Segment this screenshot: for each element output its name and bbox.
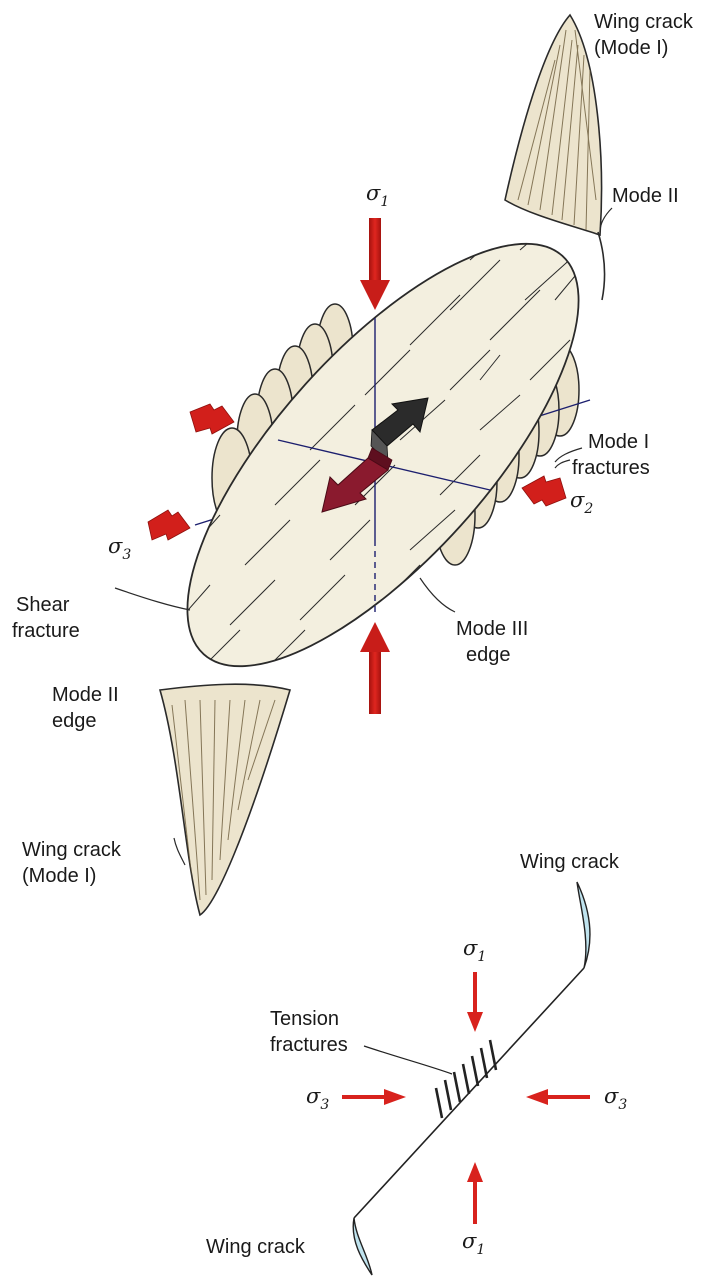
sigma1-arrow-bottom [360, 622, 390, 714]
label-tension-fractures-2: fractures [270, 1034, 348, 1056]
label-wing-crack-bottom-2: (Mode I) [22, 865, 96, 887]
label-mode-ii-edge-1: Mode II [52, 684, 119, 706]
leader-tension-fractures [364, 1046, 452, 1074]
label-shear-fracture-1: Shear [16, 594, 70, 616]
label-sigma3-lower-left: σ3 [306, 1084, 329, 1113]
label-wing-crack-top-1: Wing crack [594, 11, 694, 33]
wing-crack-top-shape [505, 15, 601, 235]
lower-figure: Wing crack Wing crack Tension fractures … [206, 851, 627, 1275]
sigma1-arrow-top [360, 218, 390, 310]
label-sigma1-lower-top: σ1 [463, 936, 486, 965]
sigma3-arrow-lower-left [342, 1089, 406, 1105]
sigma1-arrow-lower-bottom [467, 1162, 483, 1224]
upper-figure: Wing crack (Mode I) Mode II Mode I fract… [12, 11, 694, 915]
sigma1-arrow-lower-top [467, 972, 483, 1032]
label-wing-crack-lower-top: Wing crack [520, 851, 620, 873]
sigma3-arrow-lower-right [526, 1089, 590, 1105]
label-mode-ii-top: Mode II [612, 185, 679, 207]
wing-crack-bottom-lower [353, 1218, 372, 1275]
label-sigma2: σ2 [570, 488, 593, 517]
wing-crack-bottom-shape [160, 684, 290, 915]
sigma2-arrow-right [522, 476, 566, 506]
label-wing-crack-top-2: (Mode I) [594, 37, 668, 59]
tension-fractures [436, 1040, 496, 1118]
label-shear-fracture-2: fracture [12, 620, 80, 642]
label-sigma1-top: σ1 [366, 181, 389, 210]
wing-crack-top-lower [577, 882, 590, 968]
label-mode-iii-edge-2: edge [466, 644, 511, 666]
label-mode-ii-edge-2: edge [52, 710, 97, 732]
label-sigma1-lower-bottom: σ1 [462, 1229, 485, 1258]
label-sigma3-lower-right: σ3 [604, 1084, 627, 1113]
label-tension-fractures-1: Tension [270, 1008, 339, 1030]
label-mode-i-fractures-2: fractures [572, 457, 650, 479]
label-wing-crack-lower-bottom: Wing crack [206, 1236, 306, 1258]
label-sigma3: σ3 [108, 534, 131, 563]
label-mode-i-fractures-1: Mode I [588, 431, 649, 453]
sigma3-arrow-left [148, 510, 190, 540]
label-mode-iii-edge-1: Mode III [456, 618, 528, 640]
label-wing-crack-bottom-1: Wing crack [22, 839, 122, 861]
